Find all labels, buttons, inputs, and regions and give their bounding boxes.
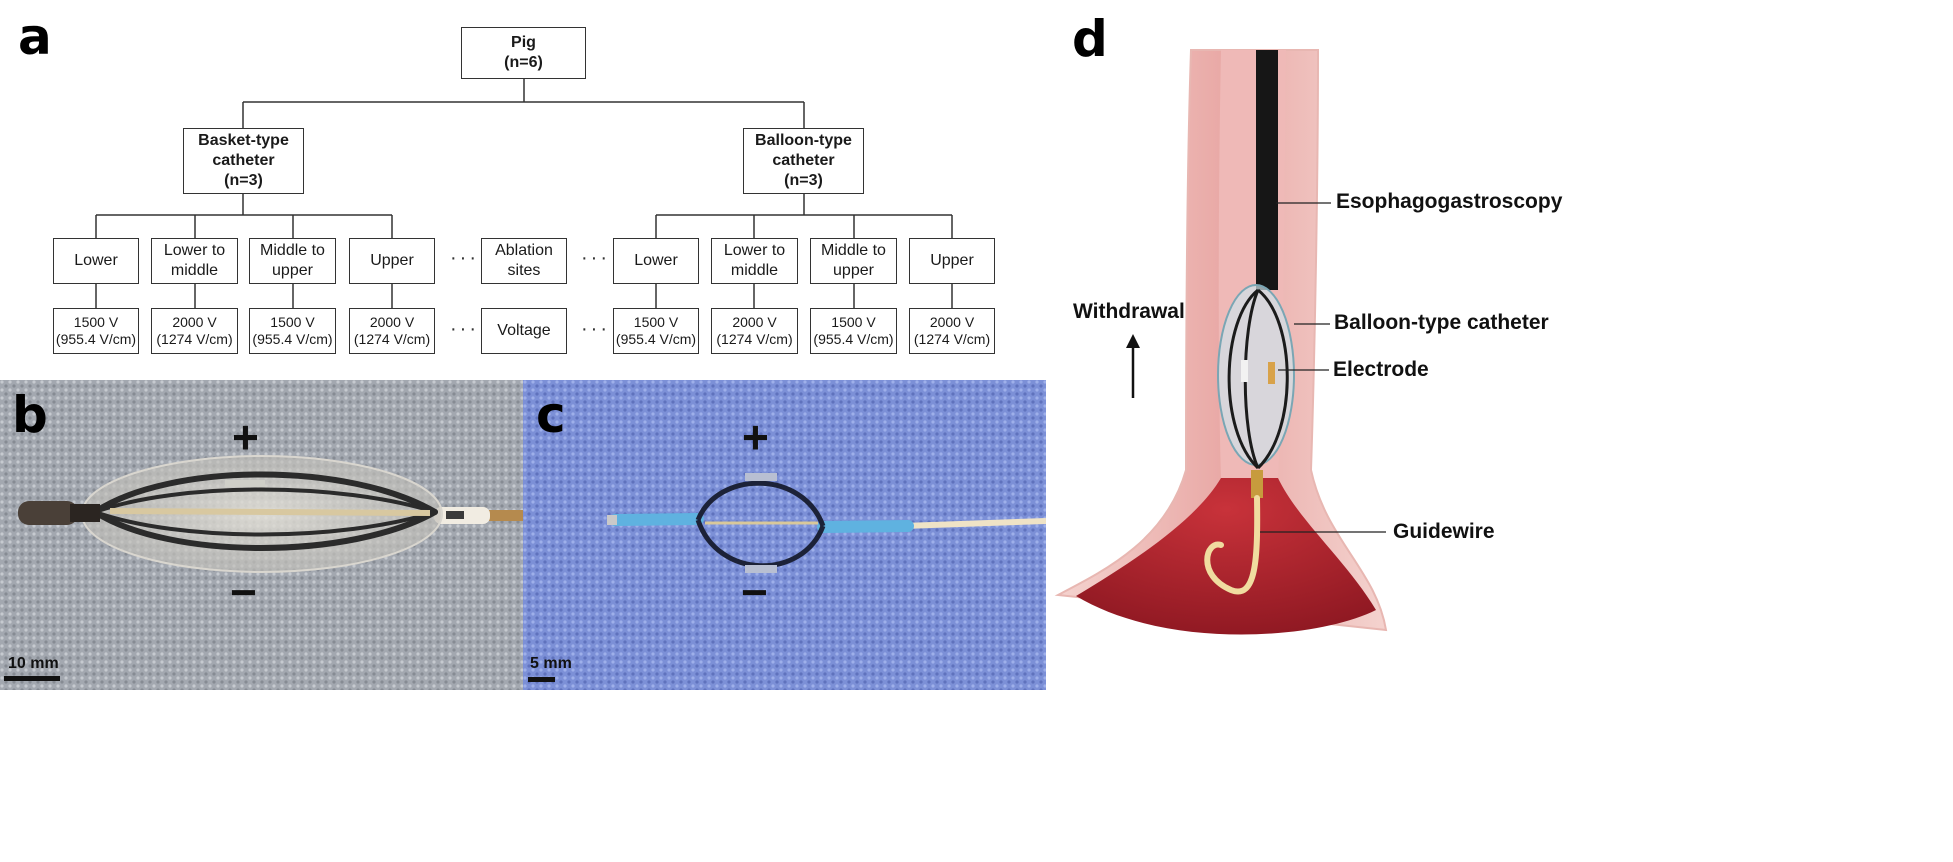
- group-node-basket: Basket-type catheter (n=3): [183, 128, 304, 194]
- photo-balloon-catheter: [0, 380, 523, 690]
- site-node: Upper: [909, 238, 995, 284]
- site-node: Upper: [349, 238, 435, 284]
- label-balloon-type-catheter: Balloon-type catheter: [1334, 311, 1549, 334]
- voltage-node: 1500 V (955.4 V/cm): [249, 308, 336, 354]
- voltage-node: 1500 V (955.4 V/cm): [810, 308, 897, 354]
- row-label-voltage: Voltage: [481, 308, 567, 354]
- label-withdrawal: Withdrawal: [1073, 300, 1185, 323]
- panel-label-d: d: [1072, 10, 1108, 68]
- scale-bar-c: [528, 677, 555, 682]
- ellipsis: ···: [450, 318, 479, 340]
- polarity-plus-b: +: [232, 411, 259, 463]
- label-esophagogastroscopy: Esophagogastroscopy: [1336, 190, 1563, 213]
- panel-label-c: c: [536, 386, 566, 444]
- site-node: Middle to upper: [810, 238, 897, 284]
- panel-label-a: a: [18, 8, 52, 66]
- voltage-node: 1500 V (955.4 V/cm): [613, 308, 699, 354]
- voltage-node: 2000 V (1274 V/cm): [711, 308, 798, 354]
- root-node-pig: Pig (n=6): [461, 27, 586, 79]
- polarity-plus-c: +: [742, 411, 769, 463]
- basket-catheter-drawing: [523, 380, 1046, 690]
- polarity-minus-c: −: [741, 566, 768, 618]
- flowchart-connectors: [95, 78, 953, 308]
- polarity-minus-b: −: [230, 566, 257, 618]
- photo-basket-catheter: [523, 380, 1046, 690]
- site-node: Lower to middle: [151, 238, 238, 284]
- esophagus-illustration: [1054, 49, 1388, 635]
- ellipsis: ···: [581, 247, 610, 269]
- panel-label-b: b: [12, 386, 48, 444]
- ellipsis: ···: [581, 318, 610, 340]
- voltage-node: 2000 V (1274 V/cm): [349, 308, 435, 354]
- voltage-node: 2000 V (1274 V/cm): [151, 308, 238, 354]
- label-guidewire: Guidewire: [1393, 520, 1495, 543]
- scale-bar-b: [4, 676, 60, 681]
- scale-label-b: 10 mm: [8, 655, 59, 672]
- label-electrode: Electrode: [1333, 358, 1429, 381]
- balloon-catheter-drawing: [0, 380, 523, 690]
- site-node: Lower to middle: [711, 238, 798, 284]
- ellipsis: ···: [450, 247, 479, 269]
- voltage-node: 1500 V (955.4 V/cm): [53, 308, 139, 354]
- row-label-ablation-sites: Ablation sites: [481, 238, 567, 284]
- voltage-node: 2000 V (1274 V/cm): [909, 308, 995, 354]
- site-node: Middle to upper: [249, 238, 336, 284]
- site-node: Lower: [613, 238, 699, 284]
- group-node-balloon: Balloon-type catheter (n=3): [743, 128, 864, 194]
- site-node: Lower: [53, 238, 139, 284]
- scale-label-c: 5 mm: [530, 655, 572, 672]
